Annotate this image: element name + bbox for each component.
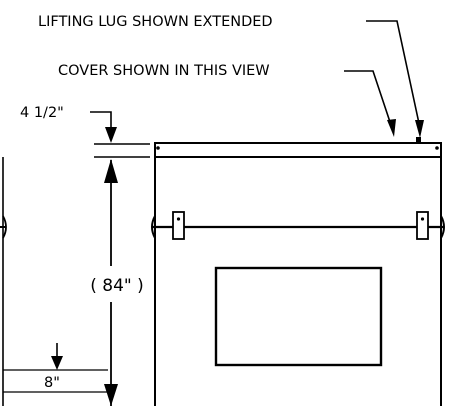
lifting-lug-arrowhead: [415, 120, 424, 138]
height-label-gap: [80, 266, 154, 302]
cover-thickness-label: 4 1/2": [20, 105, 64, 121]
lifting-lug-label: LIFTING LUG SHOWN EXTENDED: [38, 14, 273, 30]
cover-bolt-right: [435, 146, 439, 150]
height-arrowhead-bottom: [104, 384, 118, 406]
bottom-offset-arrowhead: [51, 356, 63, 370]
lifting-lug: [416, 137, 421, 144]
bracket-left: [172, 211, 185, 240]
cover-view-arrowhead: [387, 119, 396, 137]
bracket-right: [416, 211, 429, 240]
bar-end-left: [151, 215, 156, 239]
bottom-offset-label: 8": [44, 375, 60, 391]
height-label: ( 84" ): [90, 276, 144, 296]
bracket-right-hole: [420, 217, 425, 221]
height-arrowhead-top: [104, 159, 118, 183]
cover-view-leader: [344, 70, 393, 129]
cover-thickness-arrowhead: [105, 127, 117, 143]
cover: [154, 142, 442, 158]
bracket-left-hole: [176, 217, 181, 221]
window-panel: [214, 266, 383, 367]
cover-view-label: COVER SHOWN IN THIS VIEW: [58, 63, 270, 79]
bar-end-right: [440, 215, 445, 239]
lifting-lug-leader: [366, 20, 421, 129]
cover-bolt-left: [156, 146, 160, 150]
cover-thickness-leader: [90, 111, 112, 132]
